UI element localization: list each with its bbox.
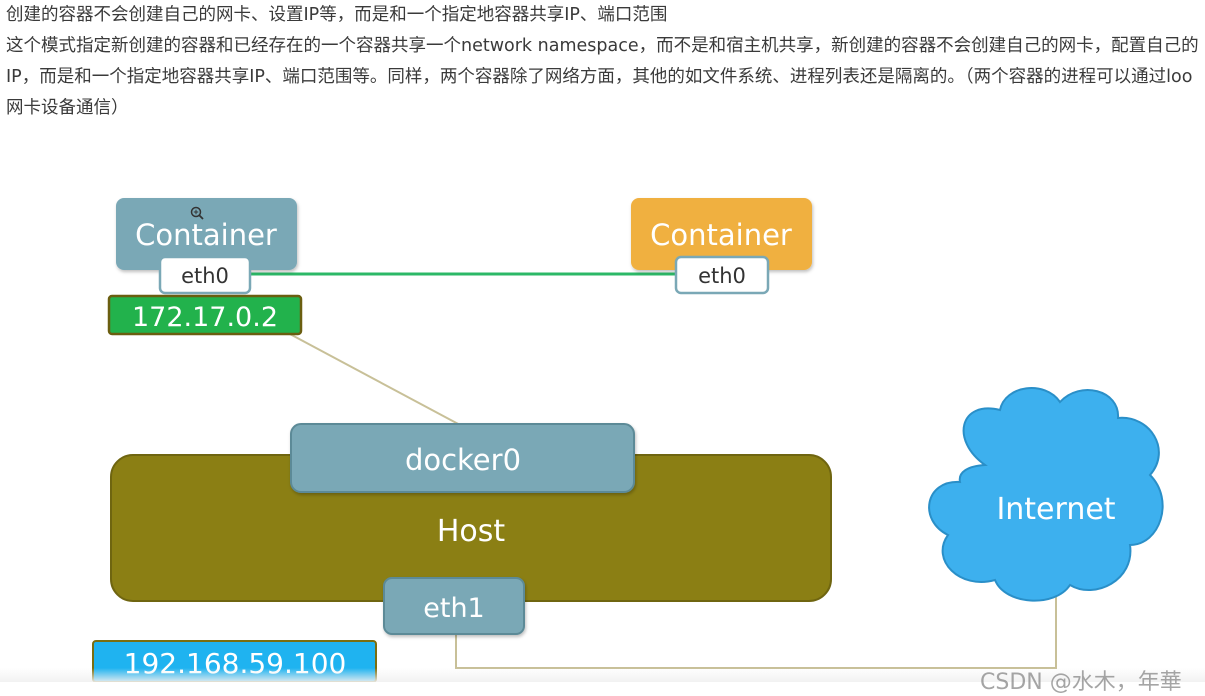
container-right-eth0-label: eth0 (698, 264, 746, 288)
docker0-label: docker0 (405, 443, 521, 477)
container-left-eth0-label: eth0 (181, 264, 229, 288)
csdn-watermark: CSDN @水木，年華 (980, 670, 1182, 695)
docker0-bridge (290, 423, 635, 493)
internet-cloud (928, 387, 1164, 602)
host-eth1 (383, 577, 525, 635)
container-left-eth0 (158, 255, 252, 295)
container-ip-label: 172.17.0.2 (132, 302, 278, 333)
container-right-eth0 (674, 255, 770, 295)
container-ip-badge (107, 294, 303, 336)
diagram-canvas: Host docker0 eth1 192.168.59.100 Contain… (92, 198, 1164, 682)
container-right-label: Container (650, 218, 792, 252)
internet-label: Internet (996, 492, 1115, 527)
container-left (116, 198, 297, 270)
network-diagram: Host docker0 eth1 192.168.59.100 Contain… (92, 198, 1164, 682)
eth1-label: eth1 (423, 593, 485, 624)
container-right (631, 198, 812, 270)
host-label: Host (437, 514, 506, 549)
ip-to-docker0-link (287, 332, 463, 427)
container-left-label: Container (135, 218, 277, 252)
intro-heading: 创建的容器不会创建自己的网卡、设置IP等，而是和一个指定地容器共享IP、端口范围 (6, 5, 668, 25)
magnifier-icon (190, 206, 204, 220)
host-to-internet-link (455, 596, 1057, 669)
intro-description: 这个模式指定新创建的容器和已经存在的一个容器共享一个network namesp… (6, 36, 1199, 118)
article-text: 创建的容器不会创建自己的网卡、设置IP等，而是和一个指定地容器共享IP、端口范围… (6, 0, 1202, 124)
bottom-fade (0, 668, 1205, 682)
